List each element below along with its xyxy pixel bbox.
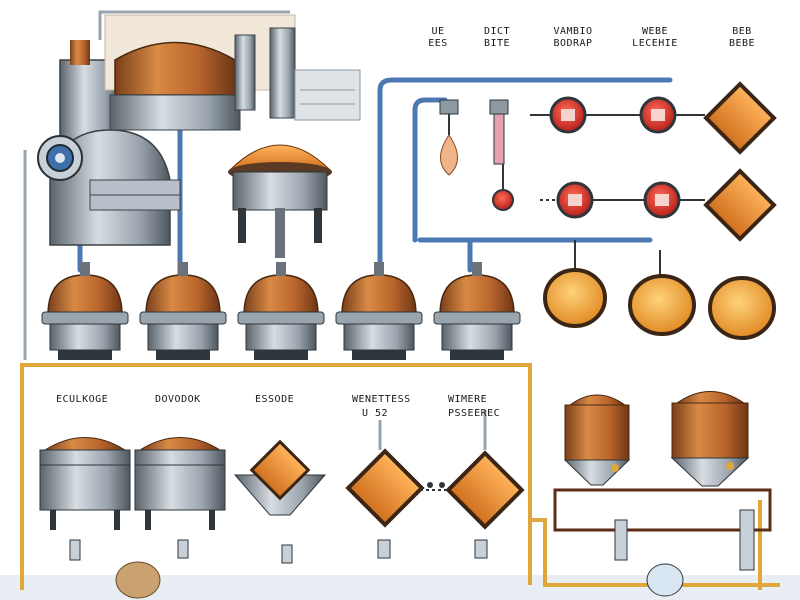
bottom-kettle-2	[134, 437, 226, 530]
diamond-tanks-lower	[345, 448, 525, 530]
mid-label-6: PSSEEREC	[448, 408, 501, 419]
fermenter-2	[139, 262, 227, 360]
disc-tanks	[543, 240, 776, 340]
mid-label-4: WENETTESS	[352, 394, 411, 405]
funnel-hopper	[233, 439, 327, 516]
bottom-kettle-1	[39, 437, 131, 530]
storage-silos	[553, 391, 772, 532]
fermenter-4	[335, 262, 423, 360]
mid-label-2: DOVODOK	[155, 394, 201, 405]
fermenter-row	[41, 262, 521, 360]
still-tower	[37, 40, 181, 246]
malt-hopper	[228, 144, 332, 258]
mid-label-1: ECULKOGE	[56, 394, 109, 405]
mid-label-5: WIMERE	[448, 394, 488, 405]
fermenter-5	[433, 262, 521, 360]
fermenter-3	[237, 262, 325, 360]
floor-valves	[69, 509, 755, 599]
stray-label: U 52	[362, 408, 389, 419]
diamond-tanks-upper	[703, 81, 777, 242]
red-gauge-grid	[530, 96, 705, 219]
mid-label-3: ESSODE	[255, 394, 295, 405]
copper-kettle-top	[104, 14, 361, 131]
blue-pipe-network	[77, 77, 673, 278]
fermenter-1	[41, 262, 129, 360]
valve-cluster	[439, 99, 514, 211]
